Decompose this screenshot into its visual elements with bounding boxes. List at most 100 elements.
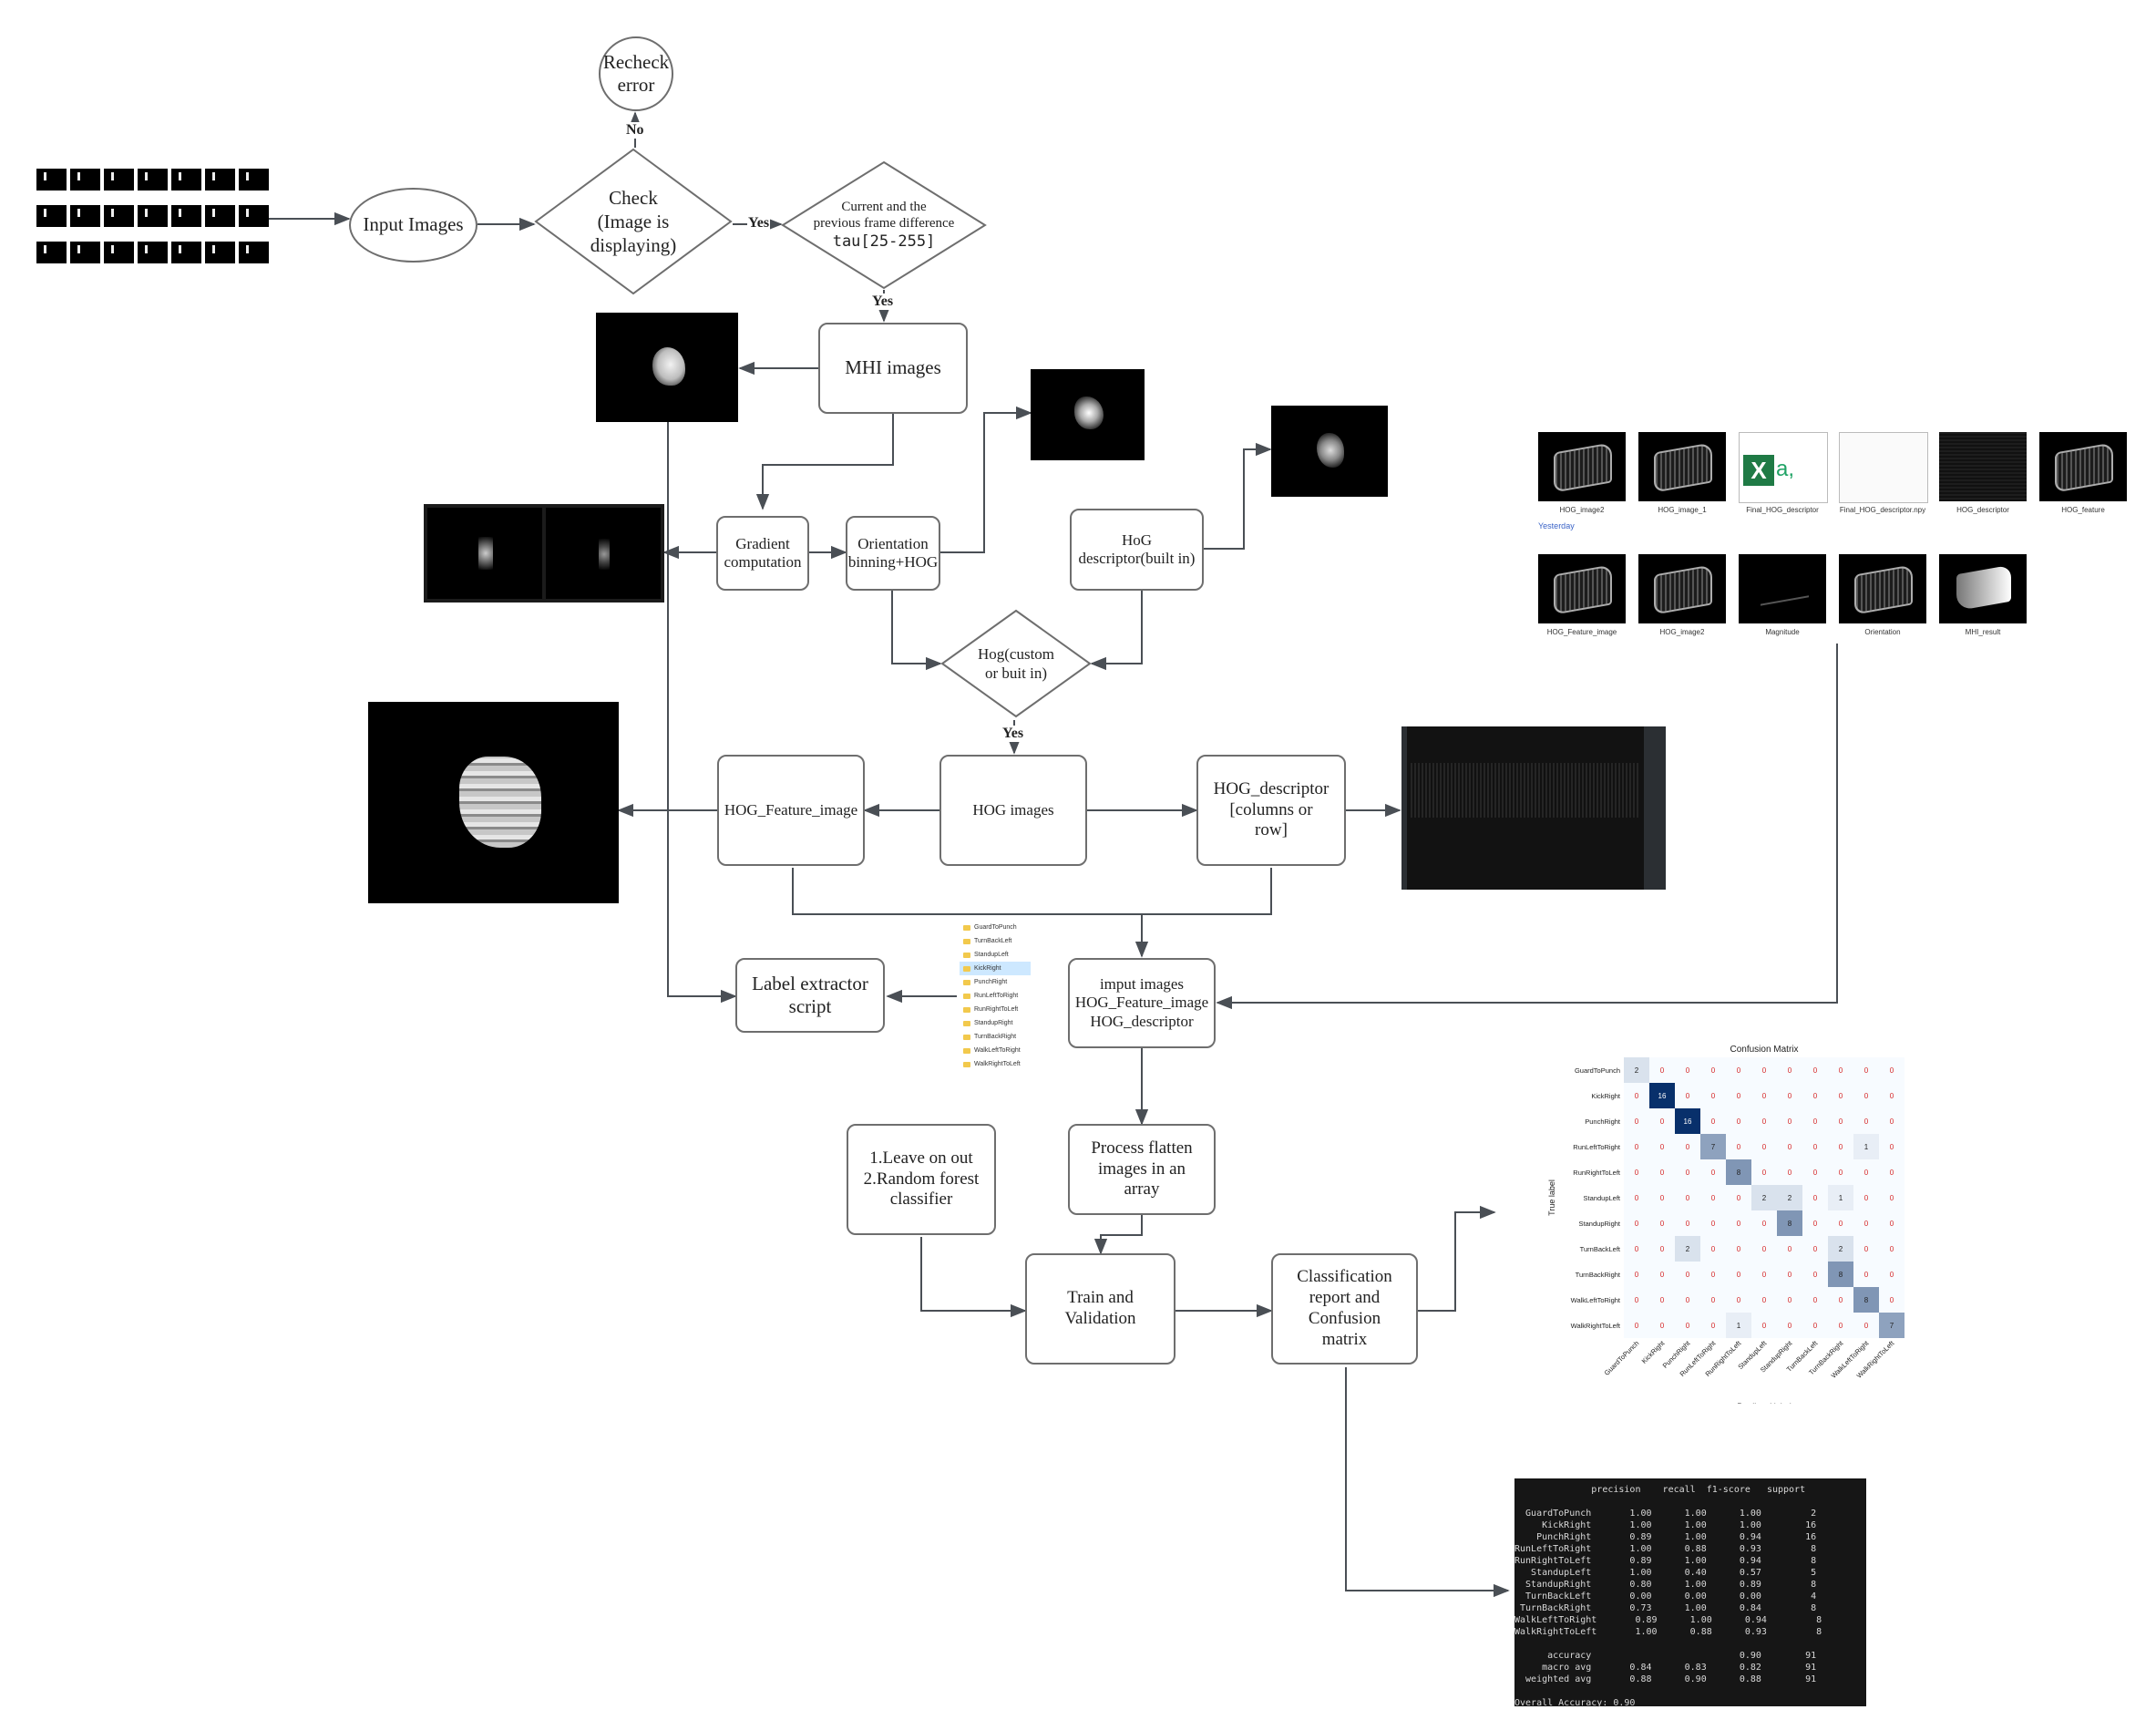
file-thumb-0[interactable]: [1538, 432, 1626, 501]
file-thumb-4[interactable]: [1939, 432, 2027, 501]
folder-item[interactable]: RunLeftToRight: [960, 989, 1031, 1003]
file-thumb-5[interactable]: [2039, 432, 2127, 501]
file-thumb-1[interactable]: [1638, 432, 1726, 501]
matrix-cell: [1726, 1185, 1751, 1210]
matrix-cell: [1828, 1185, 1853, 1210]
cell-value-label: 0: [1686, 1092, 1690, 1100]
input-frame-thumbnail: [239, 169, 269, 191]
folder-item[interactable]: StandupRight: [960, 1016, 1031, 1030]
process-flatten-node: Process flatten images in an array: [1068, 1124, 1216, 1215]
cell-value-label: 16: [1684, 1117, 1692, 1126]
matrix-cell: [1853, 1083, 1879, 1108]
gradient-images-pair: [424, 504, 664, 603]
cell-value-label: 0: [1839, 1092, 1843, 1100]
matrix-cell: [1700, 1287, 1726, 1313]
cell-value-label: 1: [1839, 1194, 1843, 1202]
matrix-cell: [1624, 1083, 1649, 1108]
folder-item[interactable]: GuardToPunch: [960, 921, 1031, 934]
folder-label: RunRightToLeft: [974, 1006, 1019, 1013]
edge-builtin-to-topimg: [1204, 442, 1272, 550]
cell-value-label: 0: [1686, 1322, 1690, 1330]
input-frame-thumbnail: [138, 169, 168, 191]
matrix-cell: [1853, 1313, 1879, 1338]
matrix-cell: [1828, 1083, 1853, 1108]
folder-item[interactable]: RunRightToLeft: [960, 1003, 1031, 1016]
matrix-cell: [1675, 1236, 1700, 1262]
file-caption: HOG_descriptor: [1956, 506, 2009, 514]
cell-value-label: 0: [1635, 1245, 1639, 1253]
file-thumb-y-3[interactable]: [1839, 554, 1926, 623]
matrix-cell: [1649, 1134, 1675, 1159]
cell-value-label: 0: [1737, 1066, 1741, 1075]
cell-value-label: 7: [1890, 1322, 1894, 1330]
matrix-cell: [1879, 1057, 1904, 1083]
cell-value-label: 0: [1660, 1271, 1665, 1279]
cell-value-label: 0: [1864, 1194, 1869, 1202]
file-thumb-y-4[interactable]: [1939, 554, 2027, 623]
file-thumb-y-0[interactable]: [1538, 554, 1626, 623]
frame-diff-label: Current and the previous frame differenc…: [813, 199, 955, 232]
folder-item[interactable]: PunchRight: [960, 975, 1031, 989]
folder-item[interactable]: WalkRightToLeft: [960, 1057, 1031, 1071]
cell-value-label: 0: [1762, 1143, 1767, 1151]
cell-value-label: 0: [1839, 1066, 1843, 1075]
matrix-cell: [1879, 1134, 1904, 1159]
matrix-cell: [1802, 1108, 1828, 1134]
y-tick-label: WalkRightToLeft: [1571, 1322, 1621, 1330]
matrix-cell: [1777, 1313, 1802, 1338]
x-tick-label: GuardToPunch: [1603, 1339, 1641, 1377]
matrix-cell: [1802, 1236, 1828, 1262]
folder-icon: [963, 965, 970, 972]
file-thumb-y-1[interactable]: [1638, 554, 1726, 623]
folder-item[interactable]: StandupLeft: [960, 948, 1031, 962]
matrix-cell: [1726, 1262, 1751, 1287]
input-frame-thumbnail: [239, 205, 269, 227]
cell-value-label: 0: [1813, 1092, 1818, 1100]
matrix-cell: [1853, 1134, 1879, 1159]
folder-icon: [963, 952, 970, 958]
folder-item[interactable]: KickRight: [960, 962, 1031, 975]
matrix-cell: [1828, 1108, 1853, 1134]
file-thumb-y-2[interactable]: [1739, 554, 1826, 623]
cell-value-label: 0: [1635, 1322, 1639, 1330]
cell-value-label: 0: [1788, 1169, 1792, 1177]
cell-value-label: 0: [1839, 1169, 1843, 1177]
matrix-cell: [1802, 1287, 1828, 1313]
matrix-cell: [1879, 1313, 1904, 1338]
cell-value-label: 0: [1737, 1143, 1741, 1151]
cell-value-label: 0: [1890, 1271, 1894, 1279]
edge-report-to-matrix: [1418, 1205, 1496, 1312]
cell-value-label: 0: [1864, 1271, 1869, 1279]
cell-value-label: 2: [1686, 1245, 1690, 1253]
report-line: GuardToPunch 1.00 1.00 1.00 2: [1514, 1509, 1817, 1519]
matrix-cell: [1624, 1236, 1649, 1262]
folder-item[interactable]: WalkLeftToRight: [960, 1044, 1031, 1057]
report-line: [1514, 1496, 1866, 1508]
folder-item[interactable]: TurnBackRight: [960, 1030, 1031, 1044]
matrix-cell: [1726, 1134, 1751, 1159]
cell-value-label: 0: [1788, 1117, 1792, 1126]
cell-value-label: 0: [1839, 1117, 1843, 1126]
cell-value-label: 0: [1864, 1117, 1869, 1126]
matrix-cell: [1675, 1108, 1700, 1134]
y-tick-label: PunchRight: [1585, 1117, 1621, 1126]
folder-label: StandupLeft: [974, 952, 1009, 958]
file-caption: Final_HOG_descriptor.npy: [1839, 506, 1926, 514]
folder-item[interactable]: TurnBackLeft: [960, 934, 1031, 948]
matrix-cell: [1751, 1083, 1777, 1108]
matrix-cell: [1802, 1313, 1828, 1338]
cell-value-label: 0: [1788, 1143, 1792, 1151]
cell-value-label: 0: [1686, 1143, 1690, 1151]
cell-value-label: 0: [1839, 1296, 1843, 1304]
chart-title: Confusion Matrix: [1730, 1045, 1798, 1055]
file-caption: HOG_Feature_image: [1546, 628, 1617, 636]
cell-value-label: 0: [1711, 1271, 1716, 1279]
file-thumb-3[interactable]: [1839, 432, 1928, 503]
edge-loo-to-train: [920, 1237, 1027, 1318]
cell-value-label: 0: [1711, 1296, 1716, 1304]
matrix-cell: [1853, 1108, 1879, 1134]
report-line: TurnBackLeft 0.00 0.00 0.00 4: [1514, 1591, 1817, 1602]
matrix-cell: [1879, 1210, 1904, 1236]
